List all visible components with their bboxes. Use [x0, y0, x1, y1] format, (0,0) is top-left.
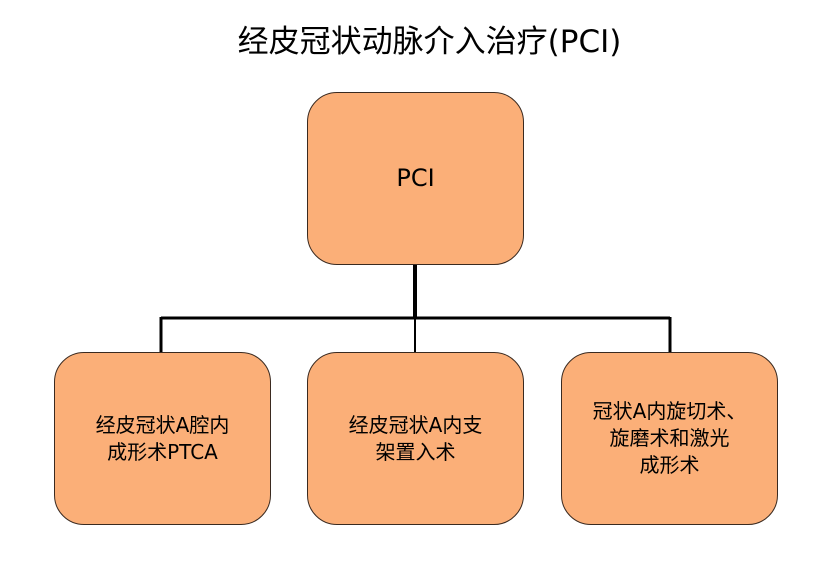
child-node-atherectomy: 冠状A内旋切术、 旋磨术和激光 成形术 [561, 352, 778, 525]
child-node-line: 经皮冠状A腔内 [95, 412, 230, 437]
diagram-title: 经皮冠状动脉介入治疗(PCI) [237, 24, 622, 60]
child-node-stent: 经皮冠状A内支 架置入术 [307, 352, 524, 525]
child-node-line: 冠状A内旋切术、 [592, 399, 747, 423]
child-node-line: 成形术 [639, 453, 700, 477]
child-node-ptca: 经皮冠状A腔内 成形术PTCA [54, 352, 271, 525]
child-node-line: 经皮冠状A内支 [348, 412, 483, 437]
root-node-pci: PCI [307, 92, 524, 265]
child-node-line: 旋磨术和激光 [609, 426, 730, 450]
child-node-line: 成形术PTCA [107, 439, 218, 464]
root-node-label: PCI [396, 164, 435, 192]
child-node-line: 架置入术 [375, 439, 456, 464]
